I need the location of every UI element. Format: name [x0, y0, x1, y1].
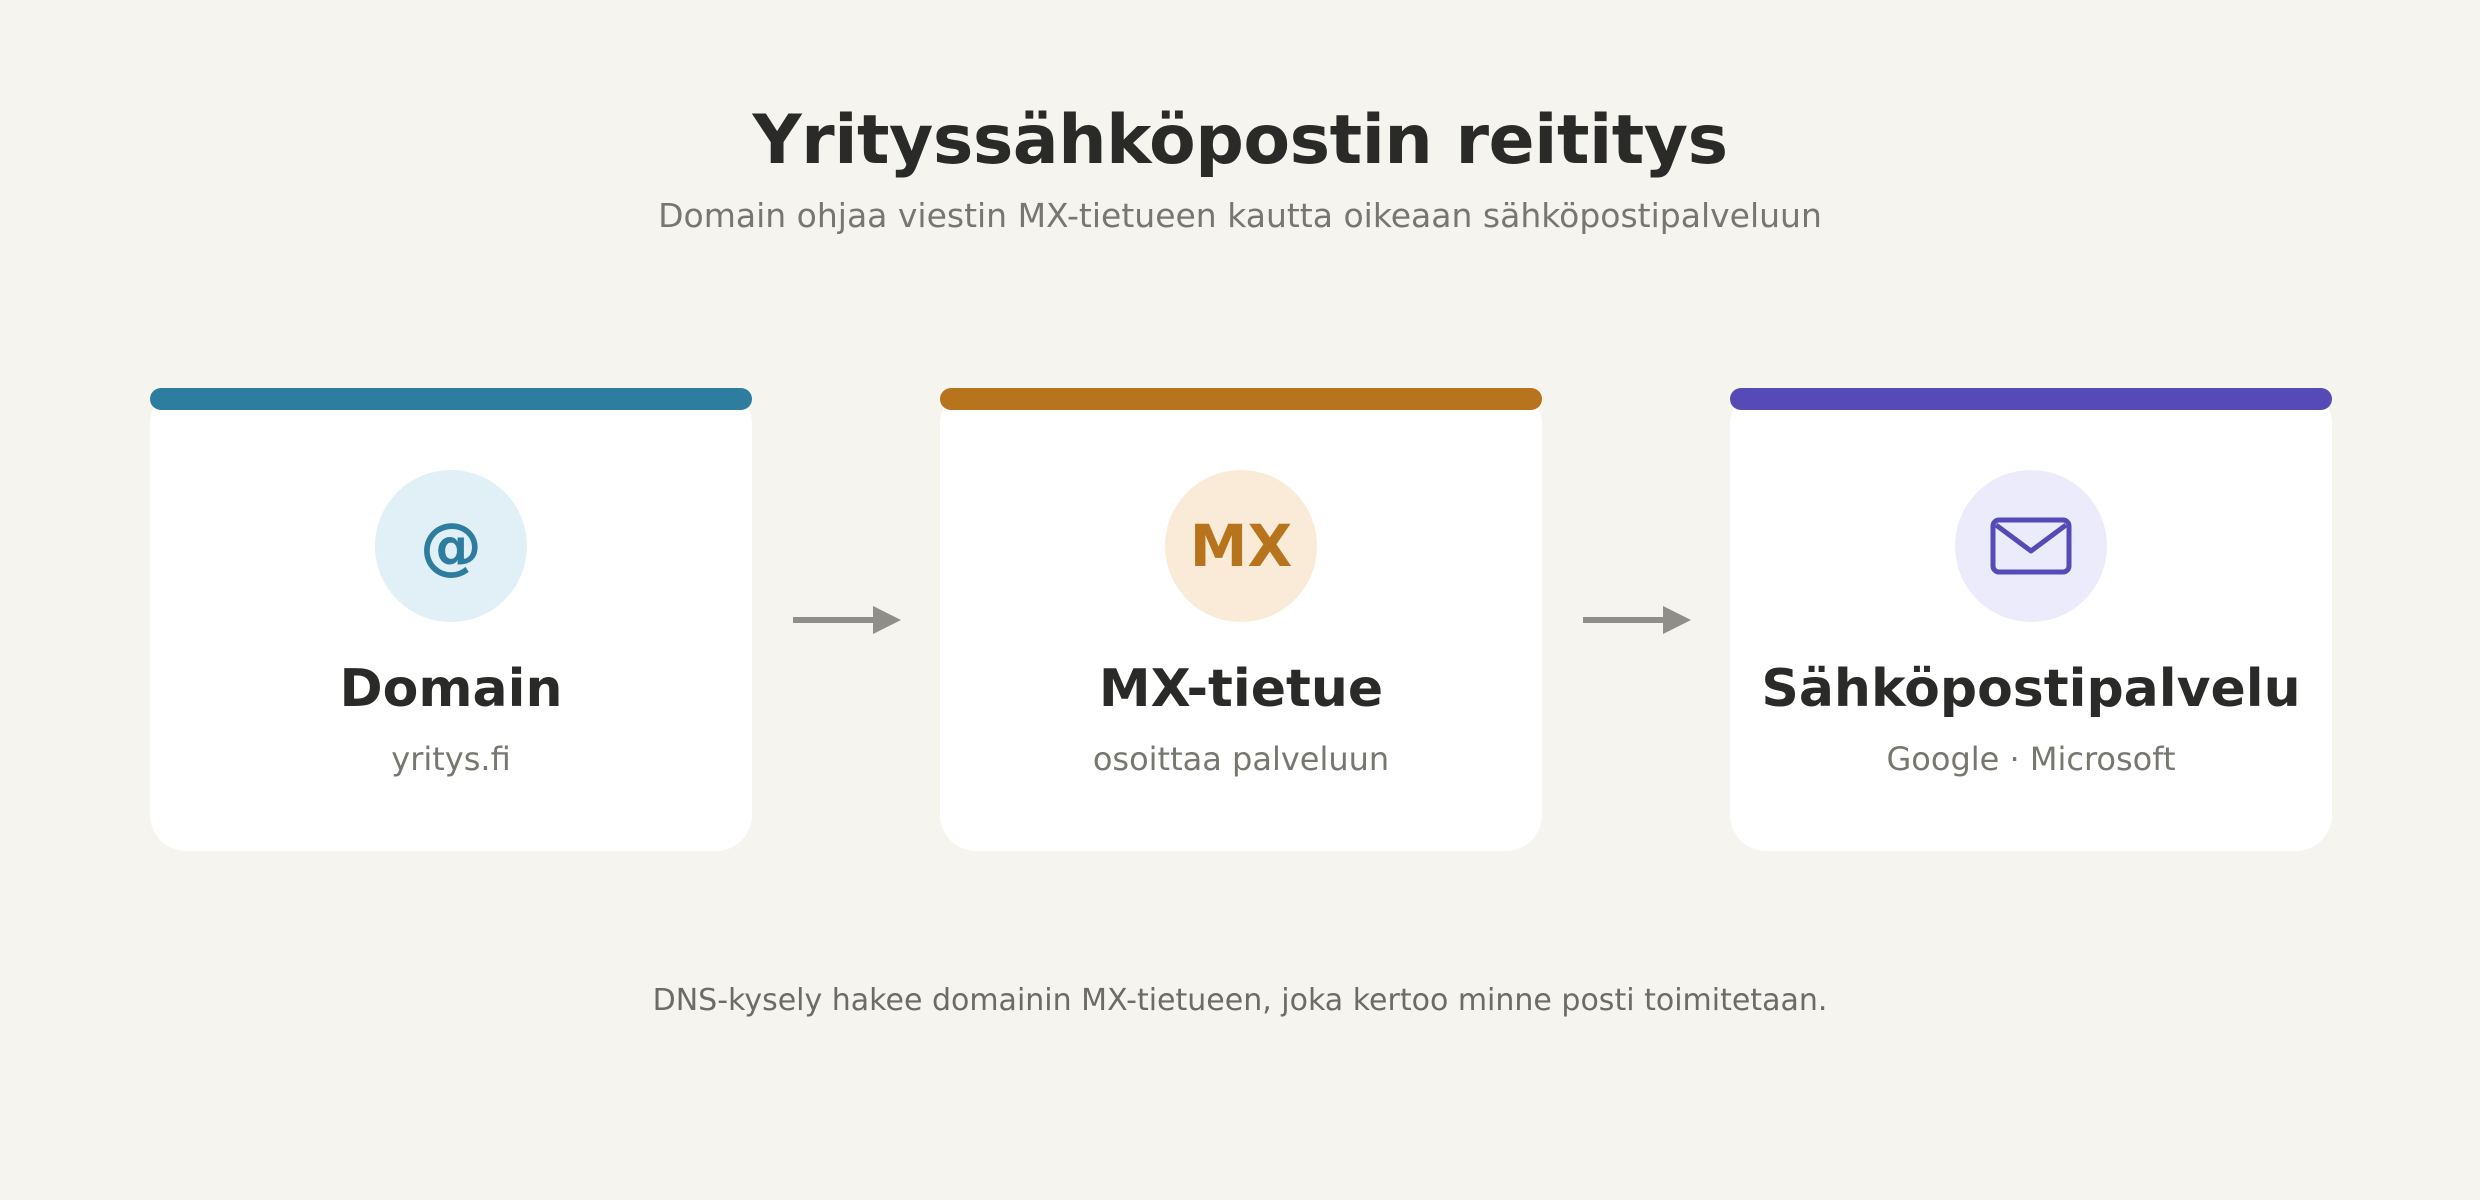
page-title: Yrityssähköpostin reititys — [752, 101, 1728, 180]
step-caption: Google · Microsoft — [1886, 740, 2176, 778]
step-title: Sähköpostipalvelu — [1761, 659, 2301, 719]
step-title: MX-tietue — [1098, 659, 1384, 719]
step-title: Domain — [339, 659, 563, 719]
mx-record-icon: MX — [1189, 512, 1293, 580]
footer-note: DNS-kysely hakee domainin MX-tietueen, j… — [652, 983, 1828, 1018]
page-subtitle: Domain ohjaa viestin MX-tietueen kautta … — [658, 196, 1822, 235]
envelope-icon — [1990, 517, 2072, 575]
icon-badge: @ — [375, 470, 527, 622]
arrow-right-icon — [793, 606, 901, 634]
step-card-mx-record: MX MX-tietue osoittaa palveluun — [940, 388, 1542, 851]
icon-badge — [1955, 470, 2107, 622]
card-accent-bar — [150, 388, 752, 410]
card-accent-bar — [940, 388, 1542, 410]
step-card-domain: @ Domain yritys.fi — [150, 388, 752, 851]
at-sign-icon: @ — [420, 509, 482, 582]
step-caption: yritys.fi — [391, 740, 511, 778]
card-accent-bar — [1730, 388, 2332, 410]
icon-badge: MX — [1165, 470, 1317, 622]
step-caption: osoittaa palveluun — [1092, 740, 1390, 778]
arrow-right-icon — [1583, 606, 1691, 634]
step-card-email-service: Sähköpostipalvelu Google · Microsoft — [1730, 388, 2332, 851]
